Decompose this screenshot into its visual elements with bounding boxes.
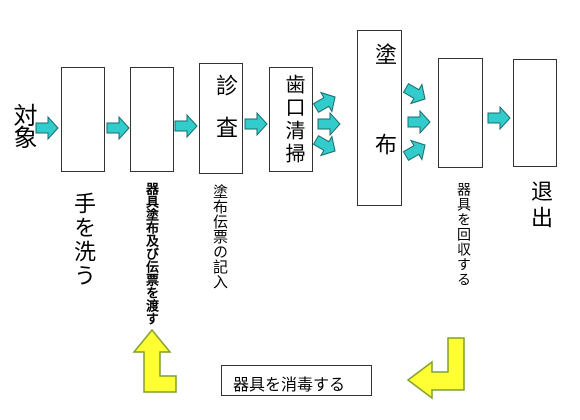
step-label-exit: 退出 bbox=[527, 180, 552, 232]
step-box-tool-collection bbox=[438, 58, 483, 168]
step-box-text-application: 塗布 bbox=[371, 43, 396, 223]
step-label-tool-handover: 器具塗布及び伝票を渡す bbox=[143, 182, 158, 325]
step-box-exit bbox=[513, 59, 557, 167]
step-box-text-examination: 診査 bbox=[212, 74, 237, 158]
return-arrow-left bbox=[132, 328, 177, 393]
return-arrow-right bbox=[406, 337, 465, 400]
step-label-tool-collection: 器具を回収する bbox=[455, 182, 471, 287]
step-box-examination bbox=[199, 63, 243, 174]
step-label-examination: 塗布伝票の記入 bbox=[211, 184, 229, 289]
step-box-oral-cleaning bbox=[269, 67, 313, 172]
flow-arrow-4 bbox=[244, 112, 268, 136]
flow-arrow-6b bbox=[407, 110, 431, 134]
flow-arrow-6c bbox=[400, 134, 432, 167]
flow-arrow-5c bbox=[310, 129, 342, 162]
flow-arrow-5a bbox=[310, 86, 342, 119]
step-label-hand-wash: 手を洗う bbox=[70, 192, 95, 288]
return-step-label: 器具を消毒する bbox=[233, 375, 346, 394]
flow-arrow-5b bbox=[317, 112, 341, 136]
step-box-application bbox=[357, 30, 402, 206]
step-box-text-oral-cleaning: 歯口清掃 bbox=[282, 74, 306, 166]
step-box-hand-wash bbox=[61, 67, 105, 172]
flow-arrow-3 bbox=[174, 114, 198, 138]
flow-arrow-2 bbox=[106, 116, 130, 140]
flow-arrow-7 bbox=[487, 106, 511, 130]
step-box-tool-handover bbox=[130, 67, 174, 172]
return-step-box bbox=[221, 365, 372, 396]
flow-arrow-6a bbox=[400, 77, 432, 110]
start-label: 対象 bbox=[9, 103, 37, 147]
